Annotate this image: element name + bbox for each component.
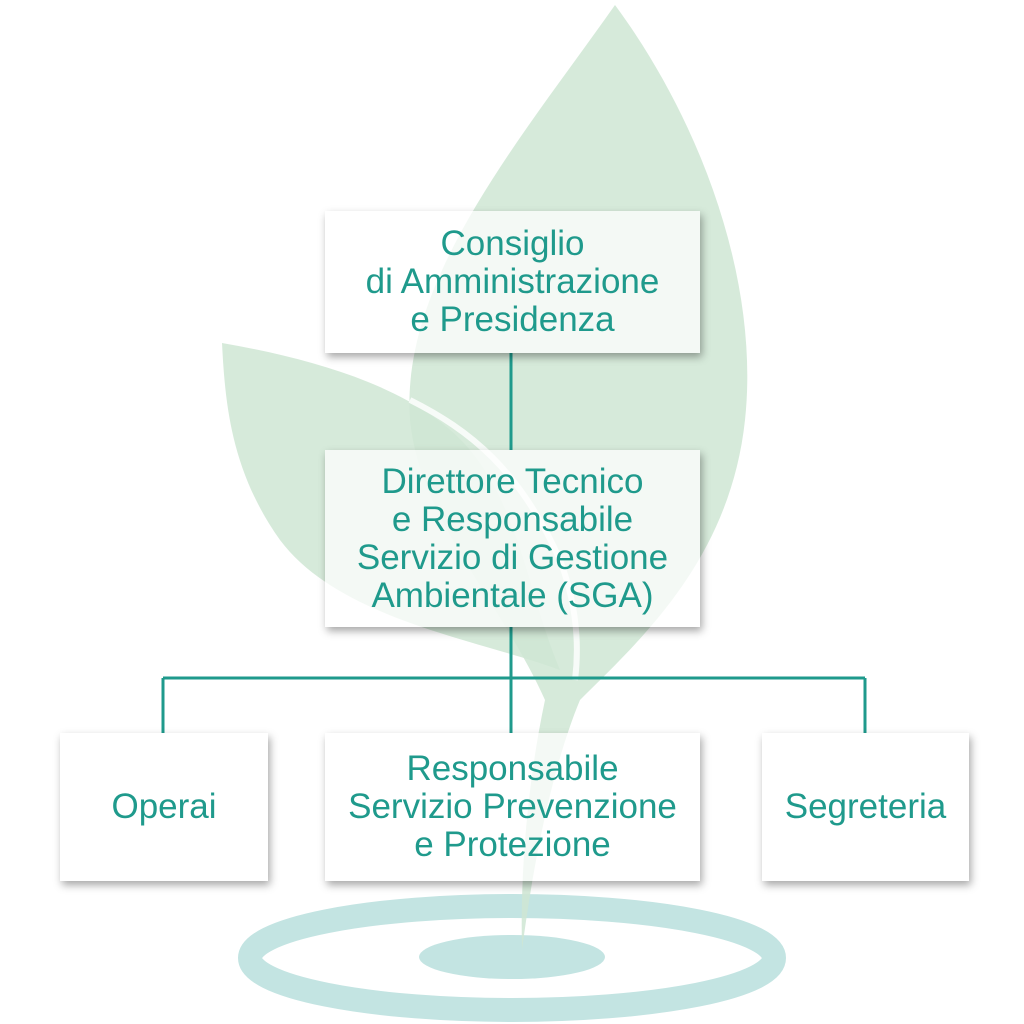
node-line: Operai xyxy=(111,787,217,826)
node-line: Ambientale (SGA) xyxy=(371,575,654,615)
node-line: di Amministrazione xyxy=(365,262,660,301)
node-line: Servizio Prevenzione xyxy=(348,787,677,826)
node-workers: Operai xyxy=(60,733,268,881)
node-secretariat: Segreteria xyxy=(762,733,969,881)
connector-lines xyxy=(161,353,867,733)
node-line: Consiglio xyxy=(440,224,585,263)
node-line: Segreteria xyxy=(784,787,947,826)
node-line: Servizio di Gestione xyxy=(356,537,669,577)
inner-ellipse xyxy=(419,935,605,979)
node-board: Consiglio di Amministrazione e Presidenz… xyxy=(325,211,700,353)
node-line: e Presidenza xyxy=(410,300,615,339)
node-director: Direttore Tecnico e Responsabile Servizi… xyxy=(325,450,700,627)
node-line: e Responsabile xyxy=(391,499,634,539)
node-line: Responsabile xyxy=(406,749,619,788)
node-line: e Protezione xyxy=(414,825,611,864)
outer-ring xyxy=(238,894,786,1022)
node-rspp: Responsabile Servizio Prevenzione e Prot… xyxy=(325,733,700,881)
node-line: Direttore Tecnico xyxy=(381,461,644,501)
